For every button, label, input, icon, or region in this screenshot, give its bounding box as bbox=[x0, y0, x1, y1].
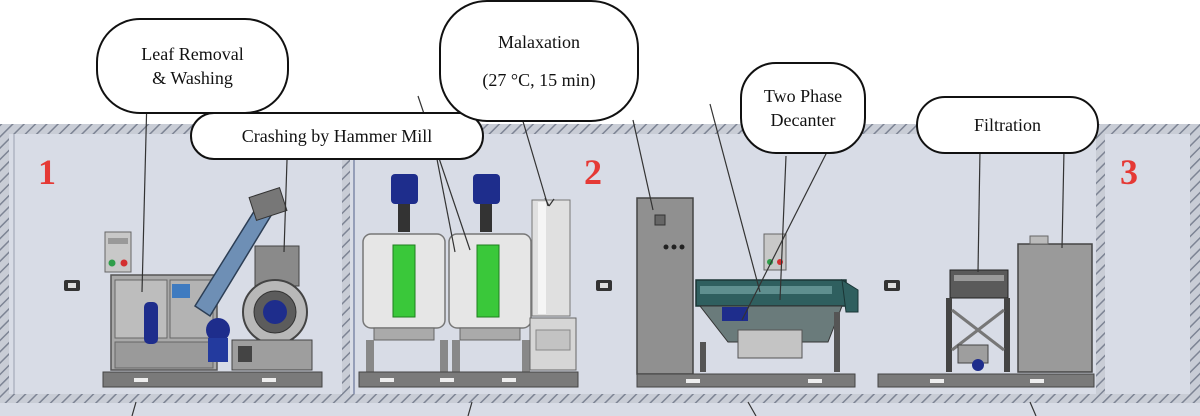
two-phase-decanter bbox=[695, 279, 859, 372]
filter-press bbox=[946, 269, 1010, 372]
leader-arrow bbox=[544, 197, 555, 207]
leader-line bbox=[467, 401, 473, 416]
pump-cabinet bbox=[529, 317, 577, 371]
zone-number-1: 1 bbox=[38, 152, 56, 192]
tank-support-frame bbox=[366, 340, 530, 372]
callout-text: Two Phase bbox=[763, 86, 843, 106]
leader-line bbox=[779, 155, 787, 301]
inclined-conveyor bbox=[193, 187, 288, 318]
leader-line bbox=[747, 401, 757, 416]
callout-text: (27 °C, 15 min) bbox=[482, 70, 596, 90]
base-skid bbox=[102, 371, 323, 388]
leader-line bbox=[283, 159, 288, 253]
malaxer-tank bbox=[448, 174, 532, 341]
callout-text: Decanter bbox=[770, 110, 836, 130]
hammer-mill bbox=[231, 245, 313, 371]
callout-malaxation: Malaxation (27 °C, 15 min) bbox=[439, 0, 639, 122]
base-skid bbox=[358, 371, 579, 388]
leader-line bbox=[632, 119, 654, 211]
leader-line bbox=[1029, 401, 1037, 416]
leader-line bbox=[709, 103, 761, 293]
wall-socket bbox=[596, 280, 612, 291]
callout-text: & Washing bbox=[152, 68, 233, 88]
zone-number-3: 3 bbox=[1120, 152, 1138, 192]
callout-hammer-mill: Crashing by Hammer Mill bbox=[190, 112, 484, 160]
partition-wall-left bbox=[0, 134, 9, 394]
wall-socket bbox=[64, 280, 80, 291]
malaxer-tank bbox=[362, 174, 446, 341]
leader-line bbox=[741, 149, 829, 321]
motor-blue bbox=[206, 318, 230, 362]
base-skid bbox=[877, 373, 1095, 388]
partition-wall-b bbox=[1096, 134, 1105, 394]
bottom-wall bbox=[0, 394, 1200, 403]
wall-socket bbox=[884, 280, 900, 291]
leader-line bbox=[435, 153, 456, 253]
leader-line bbox=[977, 149, 981, 273]
control-panel-box bbox=[104, 231, 132, 273]
callout-text: Leaf Removal bbox=[141, 44, 244, 64]
vertical-cylinder bbox=[531, 199, 571, 317]
leaf-removal-washing-machine bbox=[110, 274, 218, 371]
zone-number-2: 2 bbox=[584, 152, 602, 192]
callout-text: Crashing by Hammer Mill bbox=[241, 126, 433, 146]
base-skid bbox=[636, 373, 856, 388]
partition-wall-a bbox=[342, 134, 350, 394]
leader-line bbox=[1061, 149, 1065, 249]
electrical-cabinet bbox=[636, 197, 694, 375]
callout-leaf-removal-washing: Leaf Removal & Washing bbox=[96, 18, 289, 114]
leader-line bbox=[141, 95, 148, 293]
leader-line bbox=[131, 401, 137, 416]
leader-line bbox=[521, 117, 549, 207]
top-wall bbox=[0, 124, 1200, 134]
partition-wall-right bbox=[1190, 134, 1200, 394]
callout-filtration: Filtration bbox=[916, 96, 1099, 154]
callout-text: Filtration bbox=[974, 115, 1041, 135]
callout-text: Malaxation bbox=[498, 32, 580, 52]
oil-storage-tank bbox=[1017, 235, 1093, 373]
callout-two-phase-decanter: Two Phase Decanter bbox=[740, 62, 866, 154]
